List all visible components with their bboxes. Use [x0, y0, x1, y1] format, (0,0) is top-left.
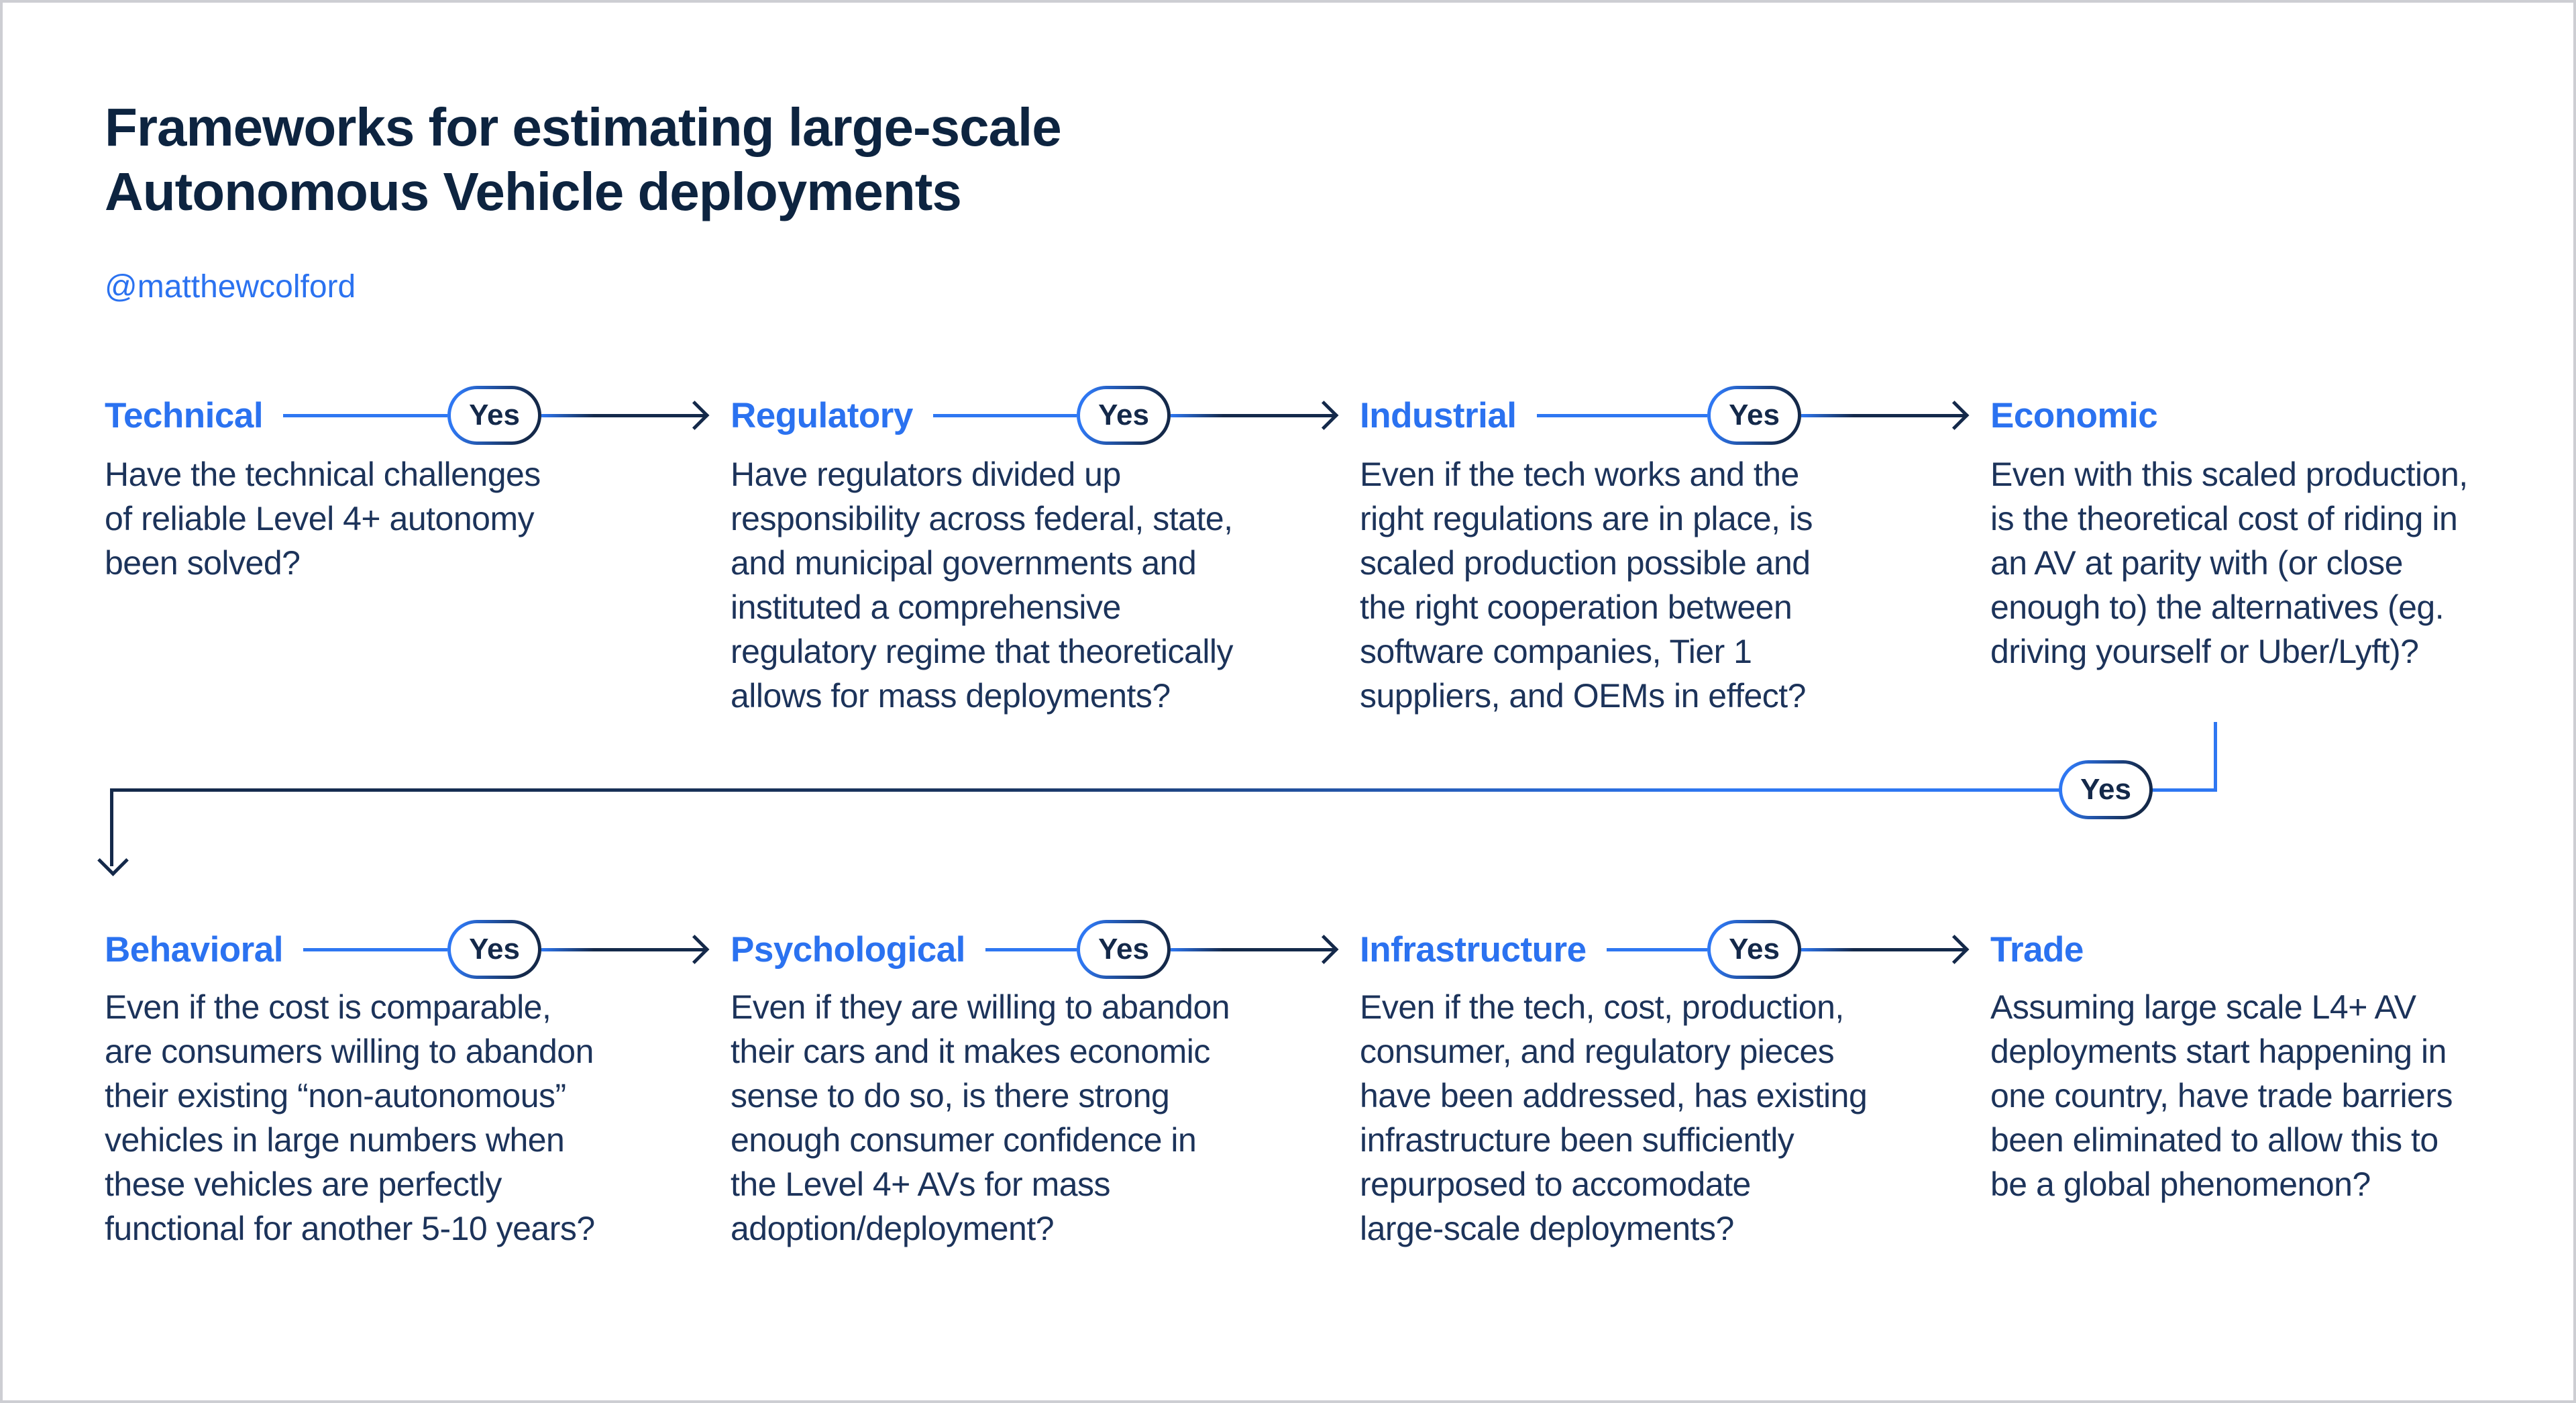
category-behavioral: Behavioral Yes [105, 919, 710, 980]
category-industrial: Industrial Yes [1360, 385, 1970, 446]
category-description-behavioral: Even if the cost is comparable, are cons… [105, 988, 595, 1247]
connector-line-dark [1801, 401, 1970, 430]
return-vertical-line-left [110, 788, 113, 866]
row1-headers: Technical Yes Regulatory Yes Industrial … [3, 385, 2573, 446]
category-description-economic: Even with this scaled production, is the… [1990, 456, 2468, 670]
connector-line-blue [1536, 413, 1707, 417]
connector-line-blue [985, 947, 1077, 951]
category-regulatory: Regulatory Yes [731, 385, 1339, 446]
arrow-right-icon [1939, 935, 1970, 964]
arrow-right-icon [680, 401, 710, 430]
category-label-industrial: Industrial [1360, 395, 1517, 435]
connector-line-dark [541, 935, 710, 964]
yes-pill: Yes [447, 386, 541, 445]
connector-line-dark [1801, 935, 1970, 964]
category-economic: Economic [1990, 385, 2554, 446]
category-label-behavioral: Behavioral [105, 929, 284, 970]
connector-line-blue [932, 413, 1077, 417]
category-label-trade: Trade [1990, 929, 2084, 970]
row2-headers: Behavioral Yes Psychological Yes Infrast… [3, 919, 2573, 980]
connector-line-dark [1171, 401, 1339, 430]
arrow-down-icon [97, 845, 129, 876]
arrow-right-icon [1939, 401, 1970, 430]
category-label-regulatory: Regulatory [731, 395, 913, 435]
yes-pill: Yes [447, 920, 541, 979]
category-infrastructure: Infrastructure Yes [1360, 919, 1970, 980]
connector-line-dark [1171, 935, 1339, 964]
yes-pill: Yes [1077, 386, 1171, 445]
page-title: Frameworks for estimating large-scale Au… [105, 97, 1062, 221]
category-label-economic: Economic [1990, 395, 2158, 435]
category-label-infrastructure: Infrastructure [1360, 929, 1587, 970]
category-technical: Technical Yes [105, 385, 710, 446]
return-vertical-line-right [2214, 722, 2217, 790]
category-description-technical: Have the technical challenges of reliabl… [105, 456, 541, 582]
category-description-industrial: Even if the tech works and the right reg… [1360, 456, 1813, 715]
connector-line-blue [1606, 947, 1707, 951]
category-psychological: Psychological Yes [731, 919, 1339, 980]
return-horizontal-line [111, 788, 2217, 792]
arrow-right-icon [1309, 935, 1339, 964]
author-handle: @matthewcolford [105, 269, 356, 305]
yes-pill: Yes [1077, 920, 1171, 979]
category-description-trade: Assuming large scale L4+ AV deployments … [1990, 988, 2453, 1203]
category-label-technical: Technical [105, 395, 264, 435]
yes-pill: Yes [1707, 920, 1801, 979]
category-description-infrastructure: Even if the tech, cost, production, cons… [1360, 988, 1868, 1247]
return-yes-pill: Yes [2059, 760, 2153, 819]
arrow-right-icon [1309, 401, 1339, 430]
connector-line-dark [541, 401, 710, 430]
yes-pill: Yes [1707, 386, 1801, 445]
connector-line-blue [283, 413, 447, 417]
arrow-right-icon [680, 935, 710, 964]
category-description-psychological: Even if they are willing to abandon thei… [731, 988, 1230, 1247]
category-label-psychological: Psychological [731, 929, 965, 970]
category-trade: Trade [1990, 919, 2554, 980]
category-description-regulatory: Have regulators divided up responsibilit… [731, 456, 1234, 715]
connector-line-blue [303, 947, 447, 951]
